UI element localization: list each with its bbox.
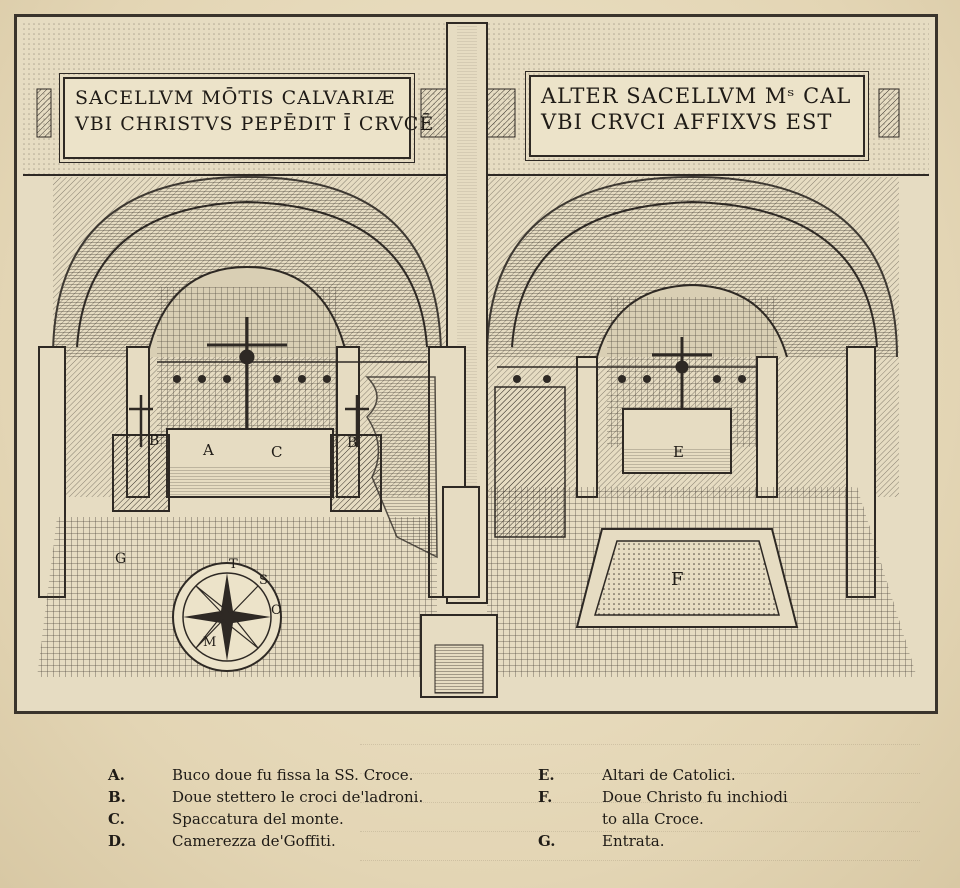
inscription-right-line-2: VBI CRVCI AFFIXVS EST (541, 110, 833, 134)
legend-text: Doue stettero le croci de'ladroni. (172, 788, 424, 806)
legend-key: D. (108, 832, 126, 850)
legend-key: B. (108, 788, 126, 806)
engraving-plate: A B B C E F G S O M T SACELLVM MŌTIS CAL… (14, 14, 938, 714)
legend-text: Entrata. (602, 832, 665, 850)
plate-letter-b-right: B (347, 435, 358, 451)
compass-letter-t: T (229, 557, 238, 572)
legend-row: G. Entrata. (538, 830, 788, 852)
legend-key: G. (538, 832, 556, 850)
legend-text: Doue Christo fu inchiodi (602, 788, 788, 806)
legend-row: F. Doue Christo fu inchiodi (538, 786, 788, 808)
inscription-left-line-2: VBI CHRISTVS PEPĒDIT Ī CRVCĒ (75, 113, 435, 135)
legend-text: Buco doue fu fissa la SS. Croce. (172, 766, 414, 784)
plate-letter-b-left: B (149, 433, 160, 449)
legend-text: to alla Croce. (602, 810, 704, 828)
plate-letter-e: E (673, 443, 684, 461)
inscription-left-line-1: SACELLVM MŌTIS CALVARIÆ (75, 87, 396, 109)
inscription-right-line-1: ALTER SACELLVM Mˢ CAL (541, 84, 852, 108)
legend-text: Spaccatura del monte. (172, 810, 344, 828)
legend-left: A. Buco doue fu fissa la SS. Croce. B. D… (108, 764, 423, 852)
inscription-right: ALTER SACELLVM Mˢ CAL VBI CRVCI AFFIXVS … (525, 71, 869, 161)
legend-row: B. Doue stettero le croci de'ladroni. (108, 786, 423, 808)
legend-row: to alla Croce. (538, 808, 788, 830)
legend-text: Camerezza de'Goffiti. (172, 832, 336, 850)
compass-letter-o: O (271, 603, 282, 618)
legend-row: E. Altari de Catolici. (538, 764, 788, 786)
legend-row: A. Buco doue fu fissa la SS. Croce. (108, 764, 423, 786)
plate-letter-a: A (203, 441, 214, 459)
plate-letter-g: G (115, 551, 127, 567)
plate-letter-c: C (271, 443, 283, 461)
legend-key: A. (108, 766, 125, 784)
legend-row: C. Spaccatura del monte. (108, 808, 423, 830)
legend-row: D. Camerezza de'Goffiti. (108, 830, 423, 852)
compass-letter-s: S (259, 573, 268, 588)
legend-text: Altari de Catolici. (602, 766, 736, 784)
legend-key: F. (538, 788, 553, 806)
legend-key: C. (108, 810, 125, 828)
legend-right: E. Altari de Catolici. F. Doue Christo f… (538, 764, 788, 852)
inscription-left: SACELLVM MŌTIS CALVARIÆ VBI CHRISTVS PEP… (59, 73, 435, 163)
compass-letter-m: M (203, 635, 217, 650)
plate-letter-f: F (671, 569, 684, 590)
legend-key: E. (538, 766, 555, 784)
compass-rose (172, 562, 282, 672)
